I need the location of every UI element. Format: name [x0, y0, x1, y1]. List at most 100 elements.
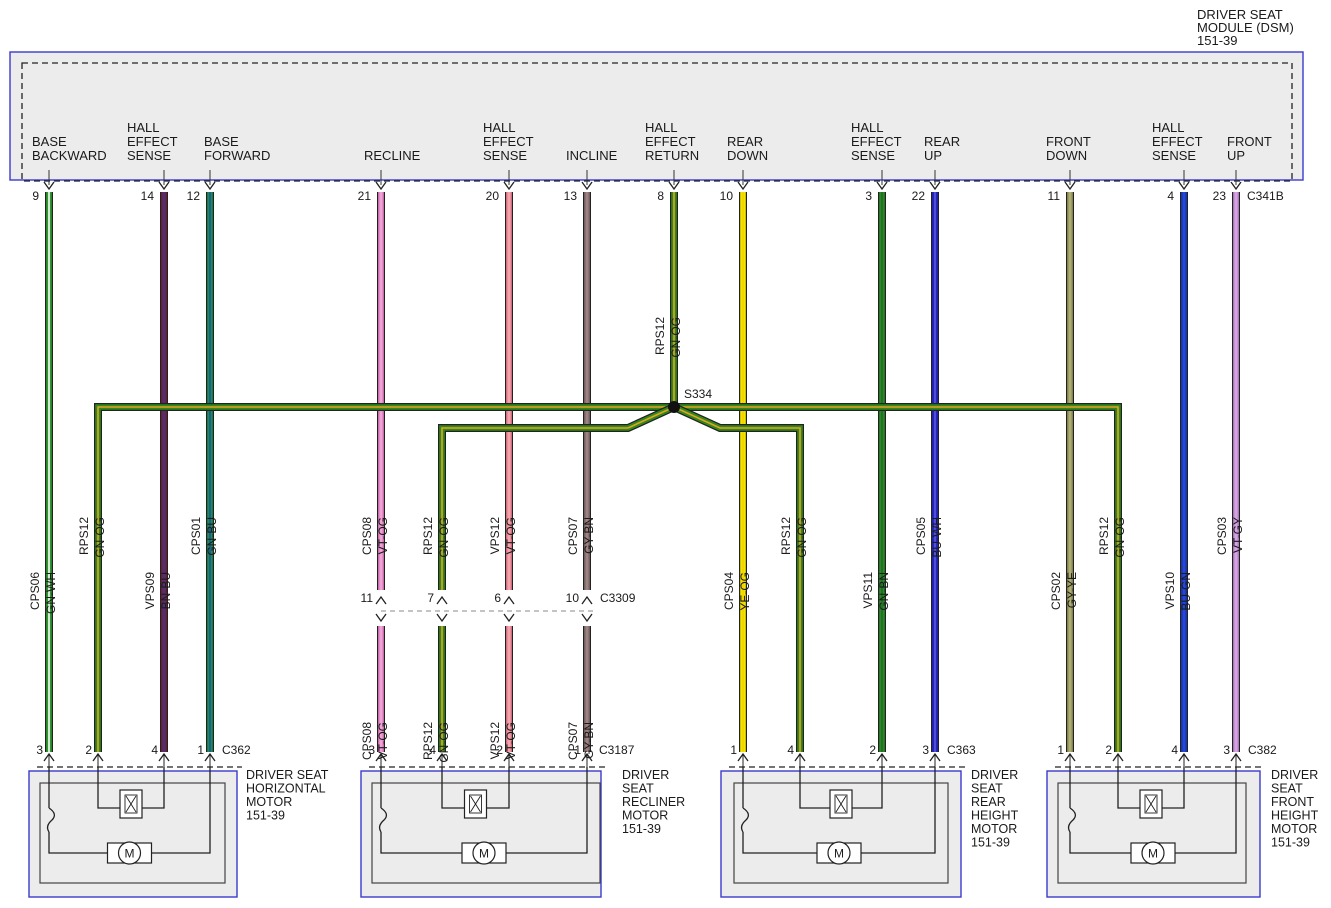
- motor-symbol-label: M: [1148, 847, 1158, 861]
- pin-function-label: RECLINE: [364, 148, 421, 163]
- motor-name: MOTOR: [1271, 822, 1317, 836]
- motor-connector-label: C3187: [599, 743, 635, 757]
- motor-circuit-line: [742, 767, 817, 854]
- motor-circuit-line: [861, 767, 936, 854]
- motor-pin-number: 2: [1105, 743, 1112, 757]
- motor-symbol: [117, 841, 142, 865]
- hall-sensor-icon: [1145, 795, 1157, 813]
- module-name: MODULE (DSM): [1197, 20, 1294, 35]
- wire-w13-upper-color: GY-BN: [582, 517, 596, 554]
- wire-wh3-outline: [672, 403, 804, 752]
- inline-connector-label: C3309: [600, 591, 636, 605]
- wire-wh2-upper-circuit: RPS12: [421, 517, 435, 555]
- motor-symbol-label: M: [479, 847, 489, 861]
- inline-pin-arrow: [503, 595, 515, 605]
- wire-w21-lower-color: VT-OG: [376, 722, 390, 759]
- motor-pin-number: 1: [197, 743, 204, 757]
- pin-arrow: [1064, 181, 1076, 191]
- motor-pin-number: 3: [36, 743, 43, 757]
- motor-pin-number: 4: [1171, 743, 1178, 757]
- wire-w8-color: GN-OG: [669, 317, 683, 358]
- wire-wh1-outline: [94, 403, 1122, 752]
- motor-name: DRIVER: [971, 768, 1018, 782]
- pin-number: 21: [358, 189, 372, 203]
- splice-label: S334: [684, 387, 712, 401]
- thermal-switch-symbol: [46, 807, 56, 833]
- wire-wh1-color: GN-OG: [93, 517, 107, 558]
- hall-sensor-line: [1117, 767, 1185, 809]
- hall-sensor-icon: [834, 794, 848, 814]
- wire-w22-circuit: CPS05: [914, 517, 928, 555]
- wire-wh4-color: GN-OG: [1113, 517, 1127, 558]
- wire-wh2-upper-outline: [438, 403, 676, 590]
- pin-arrow: [876, 181, 888, 191]
- pin-number: 23: [1213, 189, 1227, 203]
- wire-w13-lower-color: GY-BN: [582, 722, 596, 759]
- motor-pin-number: 4: [787, 743, 794, 757]
- wire-wh2-lower-color: GN-OG: [437, 722, 451, 763]
- pin-function-label: RETURN: [645, 148, 699, 163]
- pin-number: 11: [1048, 189, 1061, 203]
- pin-number: 13: [564, 189, 578, 203]
- pin-arrow: [929, 181, 941, 191]
- wire-w20-lower-circuit: VPS12: [488, 722, 502, 760]
- wire-wh2-upper-color: GN-OG: [437, 517, 451, 558]
- motor-symbol: [827, 841, 851, 865]
- thermal-switch-symbol: [740, 807, 750, 833]
- pin-arrow: [204, 181, 216, 191]
- pin-function-label: BACKWARD: [32, 148, 107, 163]
- wire-wh3: [672, 404, 803, 752]
- wires: [45, 192, 1240, 752]
- motor-pin-number: 1: [574, 743, 581, 757]
- pin-number: 8: [657, 189, 664, 203]
- hall-sensor-icon: [1144, 794, 1158, 814]
- pin-number: 4: [1167, 189, 1174, 203]
- motor-name: DRIVER: [1271, 768, 1318, 782]
- wire-wh1: [95, 404, 1121, 752]
- pin-function-label: EFFECT: [1152, 134, 1203, 149]
- motor-name: SEAT: [622, 782, 654, 796]
- wire-w20-upper-color: VT-OG: [504, 517, 518, 554]
- hall-sensor-line: [441, 767, 510, 809]
- motor-pin-number: 4: [429, 743, 436, 757]
- pin-arrow: [581, 181, 593, 191]
- wire-w10-color: YE-OG: [738, 572, 752, 611]
- motor-symbol-label: M: [834, 847, 844, 861]
- wire-w22-color: BU-WH: [930, 517, 944, 558]
- connector-label: C341B: [1247, 189, 1284, 203]
- pin-function-label: EFFECT: [483, 134, 534, 149]
- wire-w21-lower-circuit: CPS08: [360, 722, 374, 760]
- motor-connector-label: C363: [947, 743, 976, 757]
- splice-dot: [668, 401, 680, 413]
- pin-function-label: SENSE: [483, 148, 527, 163]
- motor-name: 151-39: [246, 809, 285, 823]
- motor-name: MOTOR: [246, 795, 292, 809]
- motor-name: MOTOR: [622, 809, 668, 823]
- wire-w3-circuit: VPS11: [861, 572, 875, 609]
- inline-pin-arrow: [375, 595, 387, 605]
- pin-arrow: [503, 181, 515, 191]
- pin-arrow: [375, 181, 387, 191]
- wire-w23-circuit: CPS03: [1215, 517, 1229, 555]
- motor-pin-number: 2: [85, 743, 92, 757]
- pin-number: 20: [486, 189, 500, 203]
- pin-function-label: EFFECT: [645, 134, 696, 149]
- wire-wh3-color: GN-OG: [795, 517, 809, 558]
- component-outlines: [9, 51, 1304, 898]
- wire-w14-color: BN-BU: [159, 572, 173, 609]
- motor-pin-number: 2: [869, 743, 876, 757]
- hall-sensor-icon: [124, 794, 138, 814]
- wire-w11-circuit: CPS02: [1049, 572, 1063, 610]
- pin-arrow: [43, 181, 55, 191]
- inline-pin-arrow: [503, 613, 515, 623]
- module-box: [9, 51, 1304, 181]
- inline-pin-arrow: [375, 613, 387, 623]
- pin-function-label: EFFECT: [851, 134, 902, 149]
- pin-function-label: HALL: [483, 120, 516, 135]
- motor-circuit-line: [380, 767, 462, 854]
- pin-function-label: REAR: [924, 134, 960, 149]
- wire-w11-color: GY-YE: [1065, 572, 1079, 608]
- wire-w9-color: GN-WH: [44, 572, 58, 614]
- motor-circuit-line: [1175, 767, 1237, 854]
- motor-connector-label: C382: [1248, 743, 1277, 757]
